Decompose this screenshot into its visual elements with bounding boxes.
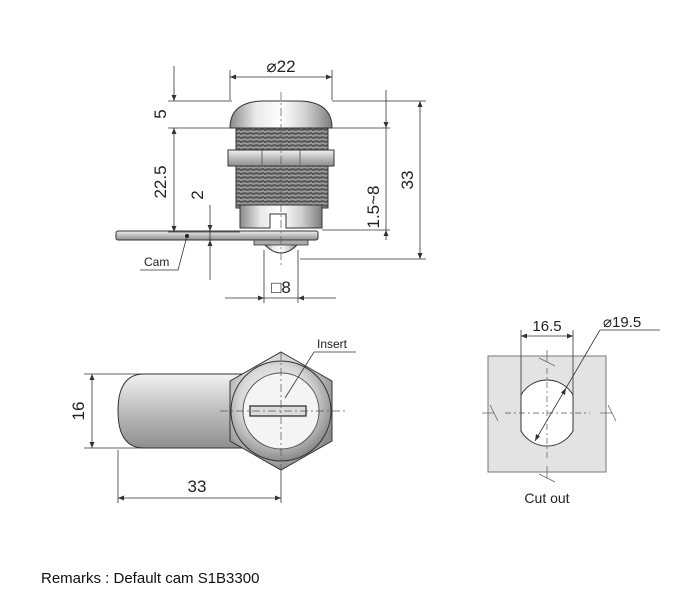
cutout-view: 16.5 ⌀19.5 Cut out <box>482 314 660 506</box>
svg-text:⌀22: ⌀22 <box>266 57 295 76</box>
threaded-body <box>235 127 329 209</box>
insert-callout: Insert <box>284 337 356 399</box>
svg-text:33: 33 <box>188 477 207 496</box>
svg-text:⌀19.5: ⌀19.5 <box>603 314 641 331</box>
dim-top-diameter: ⌀22 <box>229 57 333 100</box>
dim-front-length: 33 <box>117 450 282 503</box>
lower-sleeve <box>239 204 323 229</box>
front-view: Insert 16 33 <box>69 337 356 503</box>
svg-text:5: 5 <box>151 109 170 118</box>
svg-text:16.5: 16.5 <box>532 318 561 335</box>
svg-text:1.5~8: 1.5~8 <box>364 185 383 228</box>
dim-overall-height: 33 <box>300 100 426 260</box>
svg-text:Cam: Cam <box>144 255 169 269</box>
dim-front-height: 16 <box>69 373 144 449</box>
dim-cutout-diameter: ⌀19.5 <box>534 314 660 442</box>
dim-head-height: 5 <box>151 66 232 134</box>
dim-body-length: 22.5 <box>151 128 240 233</box>
svg-text:16: 16 <box>69 402 88 421</box>
svg-text:2: 2 <box>188 190 207 199</box>
dim-cutout-flat: 16.5 <box>520 318 574 395</box>
dim-square-drive: □8 <box>225 250 336 303</box>
svg-text:22.5: 22.5 <box>151 165 170 198</box>
remarks-text: Remarks : Default cam S1B3300 <box>41 570 260 587</box>
cam-callout: Cam <box>140 235 188 271</box>
side-view: ⌀22 5 22.5 2 1.5~8 <box>115 57 426 303</box>
svg-text:□8: □8 <box>271 278 291 297</box>
dim-panel-range: 1.5~8 <box>322 90 390 240</box>
cam-plate <box>115 230 319 241</box>
svg-text:33: 33 <box>398 171 417 190</box>
dim-cam-thickness: 2 <box>188 190 213 280</box>
cutout-label: Cut out <box>524 490 569 506</box>
svg-text:Insert: Insert <box>317 337 348 351</box>
